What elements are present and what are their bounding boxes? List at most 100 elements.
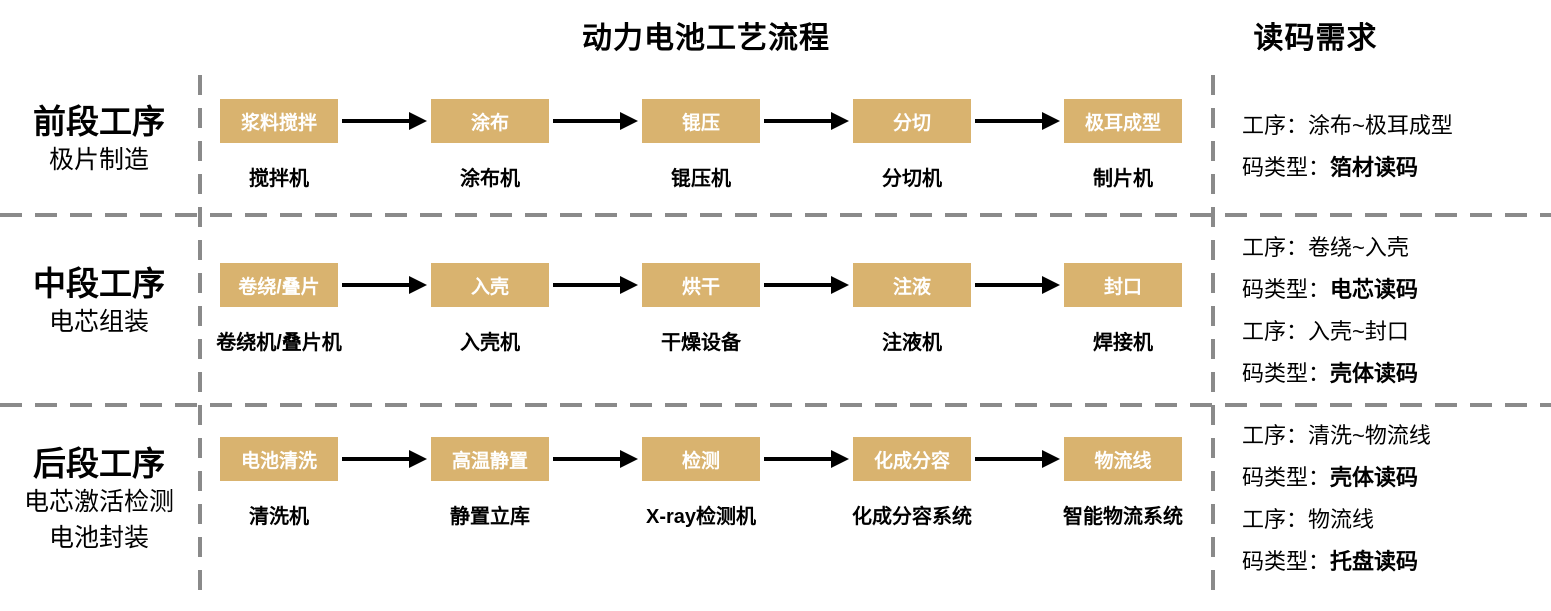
process-step: 入壳 入壳机 xyxy=(431,263,549,355)
machine-label: 卷绕机/叠片机 xyxy=(216,332,342,354)
process-step: 分切 分切机 xyxy=(853,99,971,191)
requirement-label: 码类型： xyxy=(1242,277,1331,302)
flow-arrow-icon xyxy=(975,112,1060,130)
process-step: 封口 焊接机 xyxy=(1064,263,1182,355)
requirement-value: 壳体读码 xyxy=(1330,465,1419,490)
process-step: 浆料搅拌 搅拌机 xyxy=(220,99,338,191)
code-requirements-middle: 工序：卷绕~入壳 码类型：电芯读码 工序：入壳~封口 码类型：壳体读码 xyxy=(1212,219,1551,403)
machine-label: 搅拌机 xyxy=(249,168,309,190)
requirement-value: 清洗~物流线 xyxy=(1308,423,1431,448)
flow-arrow-icon xyxy=(553,276,638,294)
process-box: 分切 xyxy=(853,99,971,143)
stage-subtitle: 电芯激活检测 xyxy=(23,488,174,517)
requirement-value: 壳体读码 xyxy=(1330,361,1419,386)
process-step: 涂布 涂布机 xyxy=(431,99,549,191)
requirement-label: 工序： xyxy=(1242,507,1309,532)
code-requirements-title: 读码需求 xyxy=(1253,22,1378,55)
requirement-label: 工序： xyxy=(1242,113,1309,138)
process-box: 涂布 xyxy=(431,99,549,143)
flow-arrow-icon xyxy=(764,112,849,130)
requirement-value: 涂布~极耳成型 xyxy=(1308,113,1453,138)
flow-arrow-icon xyxy=(342,450,427,468)
machine-label: 静置立库 xyxy=(450,506,530,528)
stage-title: 后段工序 xyxy=(33,445,165,482)
flow-arrow-icon xyxy=(553,450,638,468)
process-box: 化成分容 xyxy=(853,437,971,481)
machine-label: 智能物流系统 xyxy=(1063,506,1183,528)
flow-arrow-icon xyxy=(764,450,849,468)
stage-title: 前段工序 xyxy=(33,103,165,140)
requirement-line: 工序：涂布~极耳成型 xyxy=(1242,112,1551,139)
machine-label: 入壳机 xyxy=(460,332,520,354)
flow-arrow-icon xyxy=(975,450,1060,468)
code-requirements-back: 工序：清洗~物流线 码类型：壳体读码 工序：物流线 码类型：托盘读码 xyxy=(1212,409,1551,611)
process-box: 电池清洗 xyxy=(220,437,338,481)
requirement-line: 码类型：壳体读码 xyxy=(1242,464,1551,491)
left-dashed-divider xyxy=(198,75,202,591)
process-flow-back: 电池清洗 清洗机 高温静置 静置立库 检测 X-ray检测机 化成分容 化成分容… xyxy=(198,409,1212,611)
right-dashed-divider xyxy=(1211,75,1215,591)
process-step: 极耳成型 制片机 xyxy=(1064,99,1182,191)
machine-label: X-ray检测机 xyxy=(645,506,757,528)
process-box: 注液 xyxy=(853,263,971,307)
stage-subtitle: 电芯组装 xyxy=(48,308,149,337)
machine-label: 化成分容系统 xyxy=(852,506,972,528)
process-flow-middle: 卷绕/叠片 卷绕机/叠片机 入壳 入壳机 烘干 干燥设备 注液 注液机 封口 焊… xyxy=(198,219,1212,403)
requirement-label: 码类型： xyxy=(1242,465,1331,490)
stage-subtitle: 电池封装 xyxy=(48,523,149,552)
process-step: 检测 X-ray检测机 xyxy=(642,437,760,529)
machine-label: 干燥设备 xyxy=(661,332,741,354)
requirement-line: 工序：清洗~物流线 xyxy=(1242,422,1551,449)
machine-label: 分切机 xyxy=(882,168,942,190)
stage-label-back: 后段工序 电芯激活检测 电池封装 xyxy=(0,409,198,611)
machine-label: 涂布机 xyxy=(460,168,520,190)
stage-subtitle: 极片制造 xyxy=(48,146,149,175)
requirement-line: 工序：卷绕~入壳 xyxy=(1242,234,1551,261)
flow-arrow-icon xyxy=(342,112,427,130)
process-step: 注液 注液机 xyxy=(853,263,971,355)
stage-row-middle: 中段工序 电芯组装 卷绕/叠片 卷绕机/叠片机 入壳 入壳机 烘干 干燥设备 注… xyxy=(0,219,1551,403)
requirement-value: 箔材读码 xyxy=(1330,155,1419,180)
process-step: 化成分容 化成分容系统 xyxy=(852,437,972,529)
process-step: 高温静置 静置立库 xyxy=(431,437,549,529)
requirement-label: 工序： xyxy=(1242,423,1309,448)
process-box: 烘干 xyxy=(642,263,760,307)
requirement-line: 码类型：托盘读码 xyxy=(1242,548,1551,575)
machine-label: 注液机 xyxy=(882,332,942,354)
flow-section-title: 动力电池工艺流程 xyxy=(582,22,830,55)
process-box: 锟压 xyxy=(642,99,760,143)
flow-arrow-icon xyxy=(764,276,849,294)
code-requirements-front: 工序：涂布~极耳成型 码类型：箔材读码 xyxy=(1212,60,1551,213)
flow-arrow-icon xyxy=(342,276,427,294)
requirement-value: 托盘读码 xyxy=(1330,549,1419,574)
machine-label: 锟压机 xyxy=(671,168,731,190)
process-box: 封口 xyxy=(1064,263,1182,307)
requirement-line: 码类型：电芯读码 xyxy=(1242,276,1551,303)
process-box: 检测 xyxy=(642,437,760,481)
process-step: 锟压 锟压机 xyxy=(642,99,760,191)
requirement-line: 工序：物流线 xyxy=(1242,506,1551,533)
requirement-line: 码类型：壳体读码 xyxy=(1242,360,1551,387)
process-box: 极耳成型 xyxy=(1064,99,1182,143)
process-box: 卷绕/叠片 xyxy=(220,263,338,307)
stage-row-back: 后段工序 电芯激活检测 电池封装 电池清洗 清洗机 高温静置 静置立库 检测 X… xyxy=(0,409,1551,611)
requirement-line: 码类型：箔材读码 xyxy=(1242,154,1551,181)
requirement-value: 电芯读码 xyxy=(1330,277,1419,302)
requirement-value: 物流线 xyxy=(1308,507,1375,532)
row-divider-1 xyxy=(0,213,1551,217)
process-flow-front: 浆料搅拌 搅拌机 涂布 涂布机 锟压 锟压机 分切 分切机 极耳成型 制片机 xyxy=(198,60,1212,213)
requirement-label: 工序： xyxy=(1242,319,1309,344)
requirement-label: 码类型： xyxy=(1242,155,1331,180)
requirement-label: 码类型： xyxy=(1242,361,1331,386)
stage-row-front: 前段工序 极片制造 浆料搅拌 搅拌机 涂布 涂布机 锟压 锟压机 分切 分切机 xyxy=(0,60,1551,213)
process-box: 物流线 xyxy=(1064,437,1182,481)
requirement-value: 入壳~封口 xyxy=(1308,319,1409,344)
machine-label: 焊接机 xyxy=(1093,332,1153,354)
stage-title: 中段工序 xyxy=(33,265,165,302)
process-step: 卷绕/叠片 卷绕机/叠片机 xyxy=(216,263,342,355)
process-box: 高温静置 xyxy=(431,437,549,481)
flow-arrow-icon xyxy=(975,276,1060,294)
requirement-line: 工序：入壳~封口 xyxy=(1242,318,1551,345)
requirement-label: 码类型： xyxy=(1242,549,1331,574)
